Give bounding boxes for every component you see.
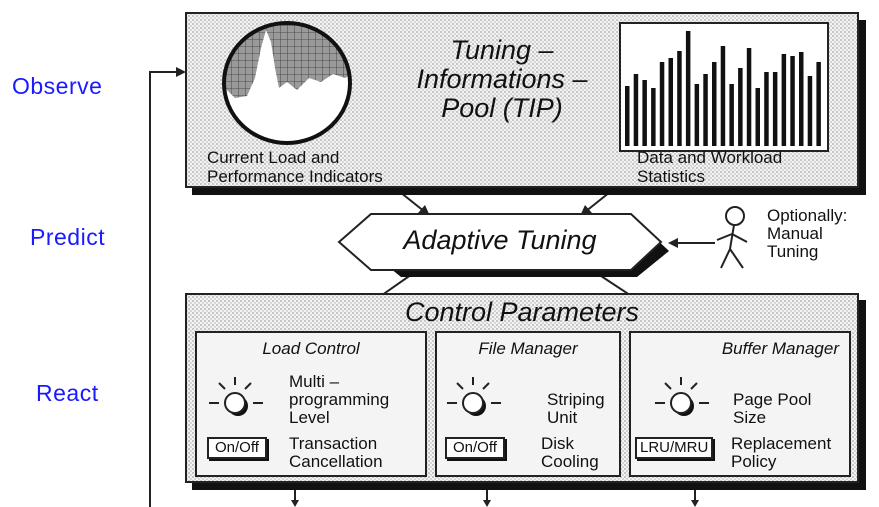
mpl-line2: programming <box>289 390 390 409</box>
statistics-bar <box>764 72 769 146</box>
replacement-policy-label: Replacement Policy <box>731 435 831 471</box>
tip-title-line2: Informations – <box>416 64 588 94</box>
disk-cooling-label: Disk Cooling <box>541 435 599 471</box>
control-parameters-title: Control Parameters <box>404 297 640 327</box>
statistics-bar <box>642 80 647 146</box>
statistics-bar <box>720 46 726 146</box>
tip-left-caption: Current Load and Performance Indicators <box>207 148 383 186</box>
tip-title-line1: Tuning – <box>450 35 554 65</box>
tip-title: Tuning – Informations – Pool (TIP) <box>367 36 637 123</box>
statistics-bar <box>659 62 665 146</box>
statistics-bar <box>703 74 708 146</box>
person-icon <box>716 206 748 269</box>
adaptive-tuning-shape <box>337 213 669 277</box>
load-gauge-icon <box>222 21 352 145</box>
rp-line1: Replacement <box>731 434 832 453</box>
tip-box: Tuning – Informations – Pool (TIP) Curre… <box>185 12 859 188</box>
statistics-bar <box>746 48 752 146</box>
knob-icon[interactable] <box>443 373 505 421</box>
multiprogramming-level-label: Multi – programming Level <box>289 373 389 427</box>
manual-tuning-line1: Optionally: <box>767 206 848 225</box>
statistics-bar <box>677 51 682 146</box>
knob-icon[interactable] <box>651 373 713 421</box>
buffer-manager-panel: Buffer Manager Page Pool Size LRU/MRU Re… <box>629 331 851 477</box>
su-line2: Unit <box>547 408 578 427</box>
tip-title-line3: Pool (TIP) <box>441 93 563 123</box>
onoff-switch-button[interactable]: On/Off <box>207 437 267 459</box>
manual-tuning-line2: Manual <box>767 224 823 243</box>
statistics-bar <box>651 88 656 146</box>
statistics-bar <box>694 84 700 146</box>
dc-line1: Disk <box>541 434 575 453</box>
manual-tuning-line3: Tuning <box>767 242 819 261</box>
statistics-bar <box>668 58 673 146</box>
mpl-line3: Level <box>289 408 330 427</box>
statistics-bar <box>790 56 795 146</box>
onoff-switch-button[interactable]: On/Off <box>445 437 505 459</box>
statistics-bar <box>816 62 821 146</box>
statistics-bar <box>738 68 743 146</box>
feedback-arrowhead <box>176 67 186 77</box>
phase-observe-label: Observe <box>12 73 103 99</box>
mpl-line1: Multi – <box>289 372 340 391</box>
phase-react-label: React <box>36 380 99 406</box>
tip-right-caption-line1: Data and Workload <box>637 148 783 167</box>
tc-line1: Transaction <box>289 434 378 453</box>
load-control-title: Load Control <box>262 339 360 358</box>
su-line1: Striping <box>547 390 605 409</box>
statistics-bar <box>772 72 778 146</box>
striping-unit-label: Striping Unit <box>547 391 605 427</box>
buffer-manager-title: Buffer Manager <box>721 339 839 358</box>
statistics-bar <box>712 62 717 146</box>
file-manager-title: File Manager <box>478 339 578 358</box>
page-pool-size-label: Page Pool Size <box>733 391 811 427</box>
load-control-panel: Load Control Multi – programming Level O… <box>195 331 427 477</box>
tip-left-caption-line2: Performance Indicators <box>207 167 383 186</box>
knob-icon[interactable] <box>205 373 267 421</box>
tip-left-caption-line1: Current Load and <box>207 148 340 167</box>
statistics-bar <box>807 76 813 146</box>
rp-line2: Policy <box>731 452 777 471</box>
statistics-bars-icon <box>619 22 829 152</box>
manual-tuning-label: Optionally: Manual Tuning <box>767 207 847 261</box>
pps-line1: Page Pool <box>733 390 812 409</box>
adaptive-tuning-label: Adaptive Tuning <box>403 225 597 255</box>
tip-right-caption: Data and Workload Statistics <box>637 148 782 186</box>
file-manager-panel: File Manager Striping Unit On/Off Disk C… <box>435 331 621 477</box>
control-parameters-box: Control Parameters Load Control Multi – … <box>185 293 859 483</box>
transaction-cancellation-label: Transaction Cancellation <box>289 435 383 471</box>
statistics-bar <box>625 86 630 146</box>
feedback-loop-line <box>149 71 183 507</box>
statistics-bar <box>633 74 639 146</box>
phase-predict-label: Predict <box>30 224 106 250</box>
lru-mru-switch-button[interactable]: LRU/MRU <box>635 437 714 459</box>
dc-line2: Cooling <box>541 452 599 471</box>
tc-line2: Cancellation <box>289 452 383 471</box>
statistics-bar <box>781 54 787 146</box>
statistics-bar <box>729 84 734 146</box>
pps-line2: Size <box>733 408 767 427</box>
tip-right-caption-line2: Statistics <box>637 167 706 186</box>
statistics-bar <box>685 31 691 146</box>
statistics-bar <box>755 88 760 146</box>
statistics-bar <box>799 52 804 146</box>
